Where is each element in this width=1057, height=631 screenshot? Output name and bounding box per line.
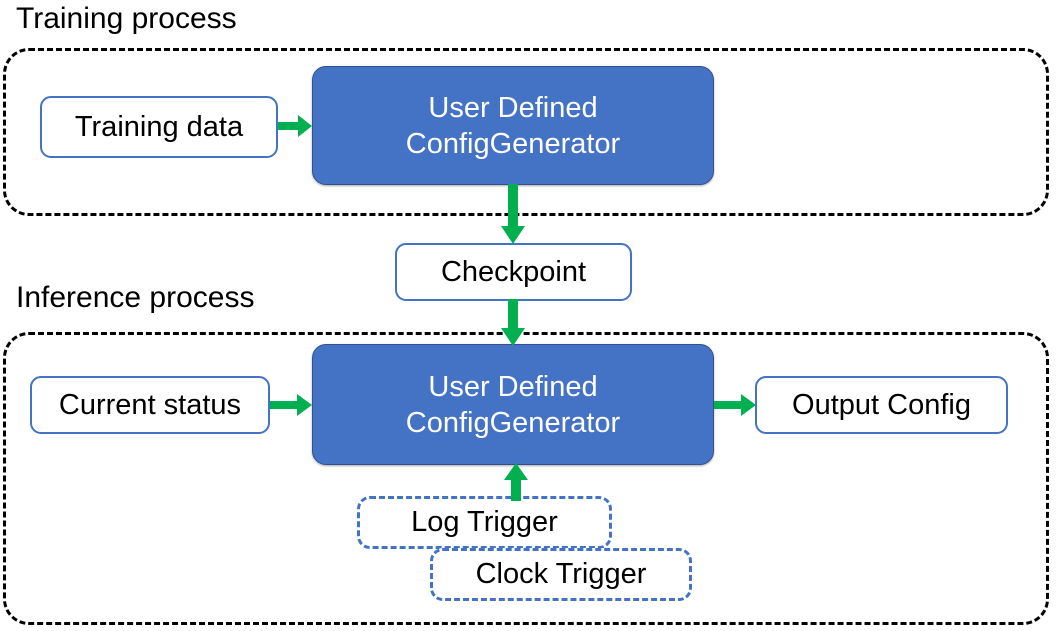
training-process-container (3, 48, 1049, 216)
node-log-trigger[interactable]: Log Trigger (357, 496, 612, 549)
inference-process-title: Inference process (16, 281, 255, 314)
node-output-config-label: Output Config (792, 388, 971, 421)
node-checkpoint[interactable]: Checkpoint (395, 243, 632, 301)
node-current-status-label: Current status (58, 388, 242, 421)
arrow-triggers-to-generator-inference-icon (502, 463, 530, 501)
training-process-title: Training process (16, 2, 237, 35)
arrow-current-status-to-generator-icon (270, 391, 314, 419)
node-clock-trigger-label: Clock Trigger (475, 558, 647, 590)
node-generator-inference-label-line1: User Defined (428, 370, 598, 403)
arrow-training-data-to-generator-icon (278, 112, 314, 140)
node-training-data[interactable]: Training data (40, 96, 278, 158)
inference-process-container (3, 332, 1049, 625)
node-generator-training-label-line1: User Defined (428, 91, 598, 124)
arrow-checkpoint-to-generator-inference-icon (499, 299, 527, 347)
node-training-data-label: Training data (74, 110, 244, 143)
node-user-defined-configgenerator-inference[interactable]: User Defined ConfigGenerator (312, 344, 714, 465)
node-log-trigger-label: Log Trigger (411, 506, 558, 538)
node-generator-training-label-line2: ConfigGenerator (405, 127, 621, 160)
node-current-status[interactable]: Current status (30, 376, 270, 434)
arrow-generator-inference-to-output-config-icon (714, 391, 758, 419)
node-user-defined-configgenerator-training[interactable]: User Defined ConfigGenerator (312, 66, 714, 185)
node-output-config[interactable]: Output Config (755, 376, 1008, 434)
node-generator-inference-label-line2: ConfigGenerator (405, 406, 621, 439)
arrow-generator-training-to-checkpoint-icon (499, 184, 527, 246)
node-checkpoint-label: Checkpoint (440, 255, 587, 288)
node-clock-trigger[interactable]: Clock Trigger (430, 548, 692, 601)
